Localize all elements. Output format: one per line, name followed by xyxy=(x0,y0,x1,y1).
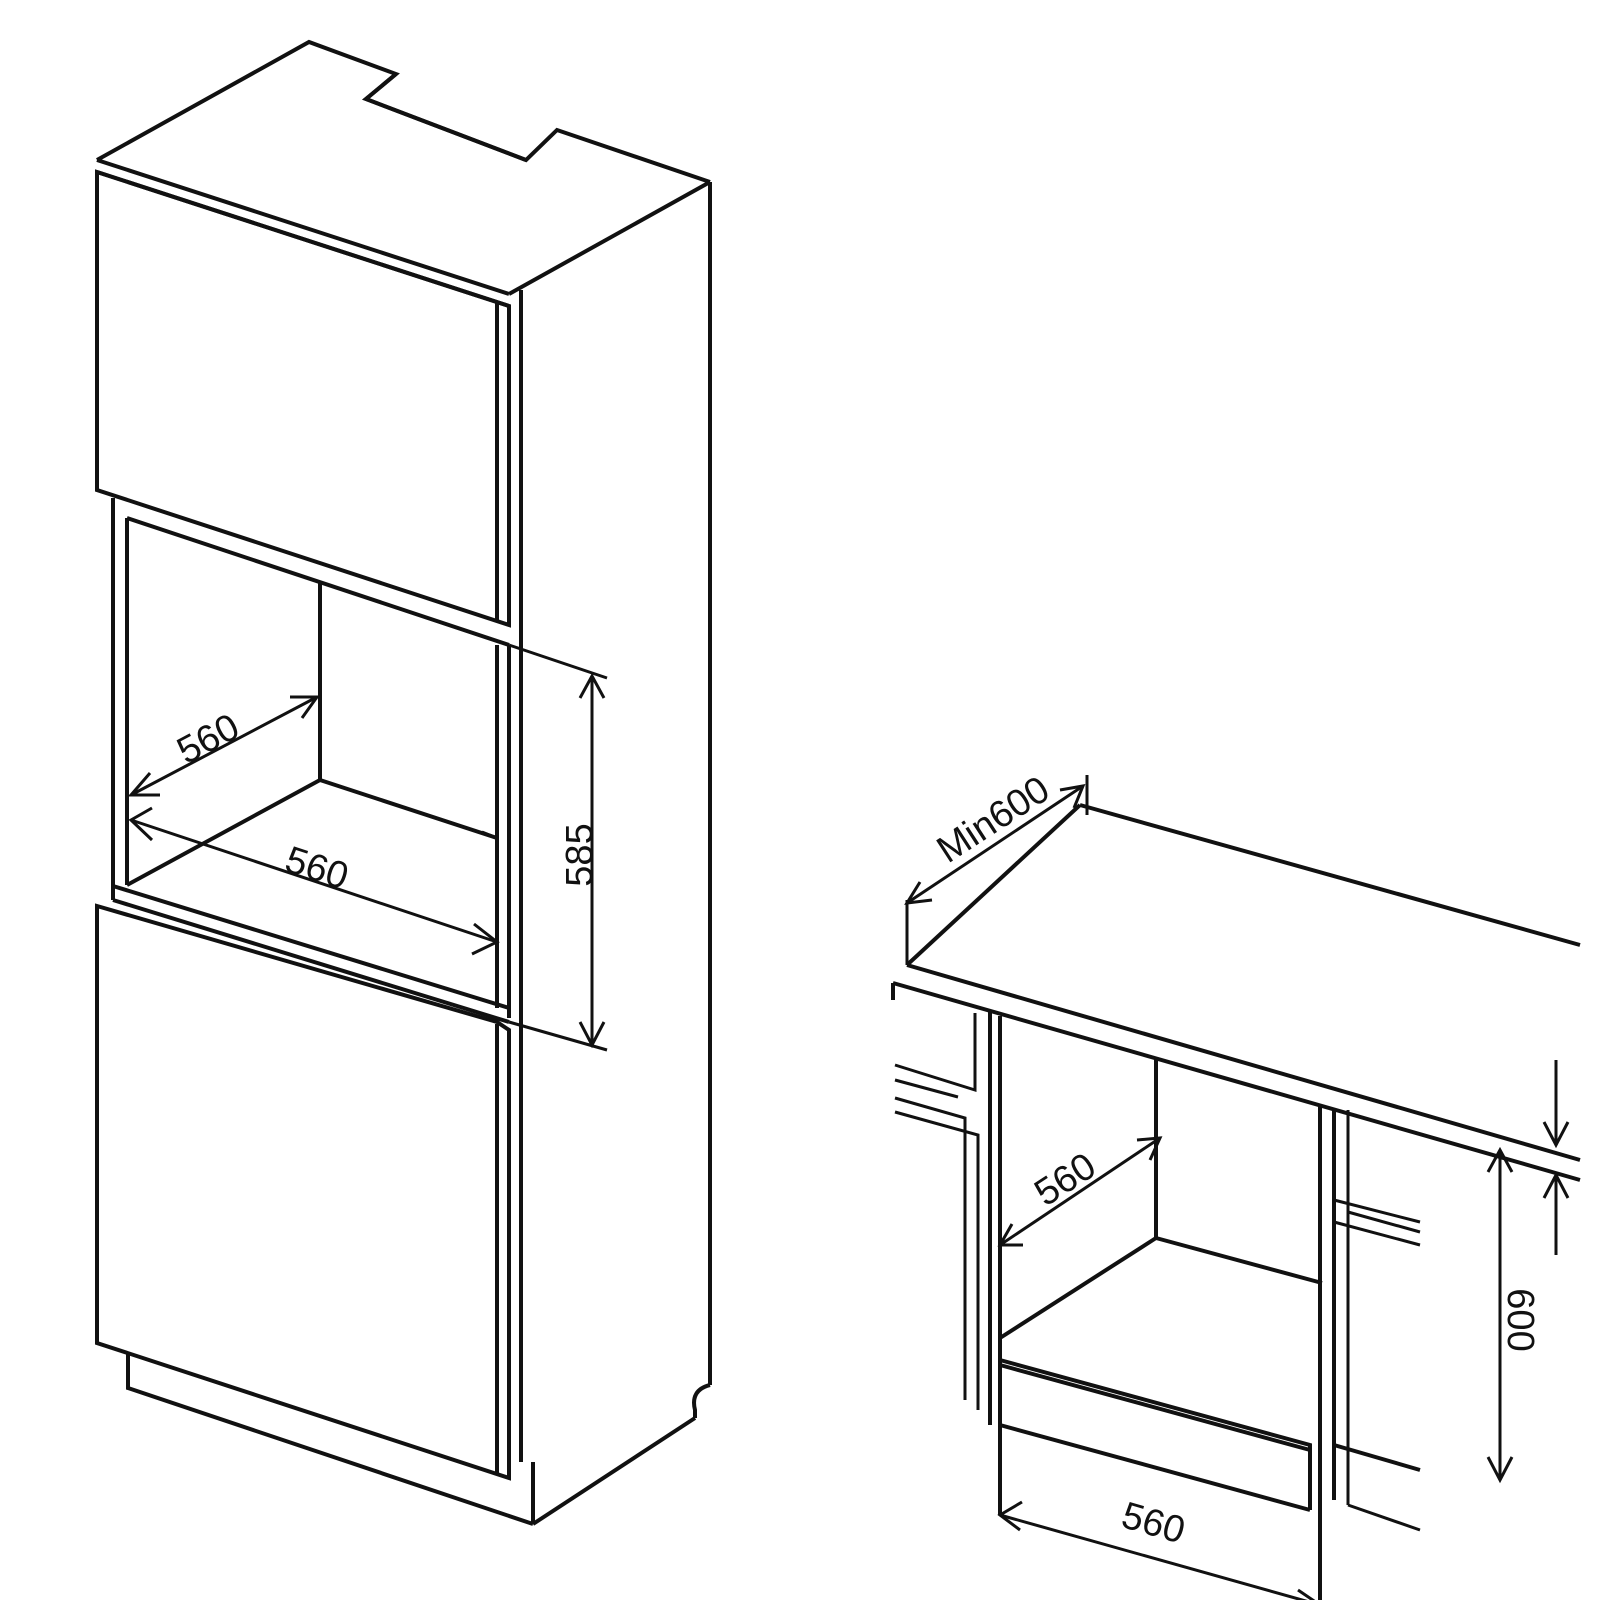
counter-thickness-arrow-top xyxy=(1542,1121,1570,1149)
under-depth-dimension-line xyxy=(999,1136,1161,1247)
under-depth-arrow-left xyxy=(997,1223,1023,1247)
min600-label: Min600 xyxy=(930,768,1057,871)
niche-back-floor-edge xyxy=(1155,1236,1323,1285)
under-counter-unit: Min600 560 600 xyxy=(891,768,1581,1600)
shelf-top-edge xyxy=(112,884,510,1010)
countertop-left-edge xyxy=(905,803,1082,967)
tall-width-arrow-left xyxy=(128,806,154,842)
tall-depth-label: 560 xyxy=(171,706,247,773)
under-width-arrow-right xyxy=(1297,1588,1316,1600)
under-width-dimension-line xyxy=(999,1513,1308,1600)
top-right-edge xyxy=(508,180,711,296)
top-front-edge xyxy=(96,158,510,296)
under-depth-arrow-right xyxy=(1136,1136,1163,1161)
tall-depth-arrow-left xyxy=(127,772,160,797)
min600-arrow-right xyxy=(1059,784,1086,809)
lower-door xyxy=(95,903,511,1481)
tall-height-ext-top xyxy=(508,643,608,680)
tall-width-label: 560 xyxy=(280,839,353,899)
under-height-label: 600 xyxy=(1499,1288,1541,1351)
left-cabinet-rail-lower-2 xyxy=(894,1110,980,1410)
under-depth-label: 560 xyxy=(1027,1145,1103,1215)
plinth-notch xyxy=(692,1383,711,1418)
base-bar-top xyxy=(998,1345,1312,1510)
countertop-back-edge xyxy=(1079,803,1581,947)
shelf-front-edge xyxy=(112,898,510,1024)
under-height-arrow-top xyxy=(1486,1146,1514,1173)
under-width-label: 560 xyxy=(1117,1495,1190,1553)
tall-depth-dimension-line xyxy=(130,695,318,797)
left-cabinet-rail-upper-2 xyxy=(894,1078,959,1099)
tall-depth-arrow-right xyxy=(290,695,320,719)
left-cabinet-rail-lower xyxy=(894,1096,967,1400)
niche-top-edge xyxy=(126,516,510,647)
tall-width-tick xyxy=(481,830,498,840)
under-width-arrow-left xyxy=(997,1500,1023,1532)
min600-dimension-line xyxy=(906,784,1084,905)
counter-thickness-arrow-bottom xyxy=(1542,1171,1570,1199)
left-cabinet-rail-upper xyxy=(894,1013,977,1093)
min600-arrow-left xyxy=(904,881,933,905)
right-cabinet-rail-2 xyxy=(1347,1210,1421,1234)
tall-height-arrow-top xyxy=(578,672,606,699)
tall-width-dimension-line xyxy=(130,818,498,944)
under-height-arrow-bottom xyxy=(1486,1456,1514,1484)
tall-height-label: 585 xyxy=(559,823,601,886)
upper-door xyxy=(95,169,511,628)
plinth xyxy=(126,1352,534,1526)
base-bar-edge xyxy=(999,1363,1311,1452)
right-cabinet-bottom xyxy=(1347,1503,1421,1532)
countertop-front-bottom-edge xyxy=(892,981,1581,1182)
tall-height-arrow-bottom xyxy=(578,1021,606,1049)
niche-floor-left-edge xyxy=(998,1236,1158,1340)
countertop-front-top-edge xyxy=(906,963,1581,1162)
base-ext-right xyxy=(1333,1443,1421,1472)
niche-back-floor-edge xyxy=(319,778,498,840)
plinth-right-edge xyxy=(531,1416,697,1526)
base-bar-bottom xyxy=(998,1410,1311,1512)
tall-cabinet: 560 560 585 xyxy=(95,39,712,1526)
top-vent-cutout xyxy=(362,72,527,162)
tall-width-arrow-right xyxy=(471,922,500,956)
niche-floor-left-edge xyxy=(126,778,321,887)
